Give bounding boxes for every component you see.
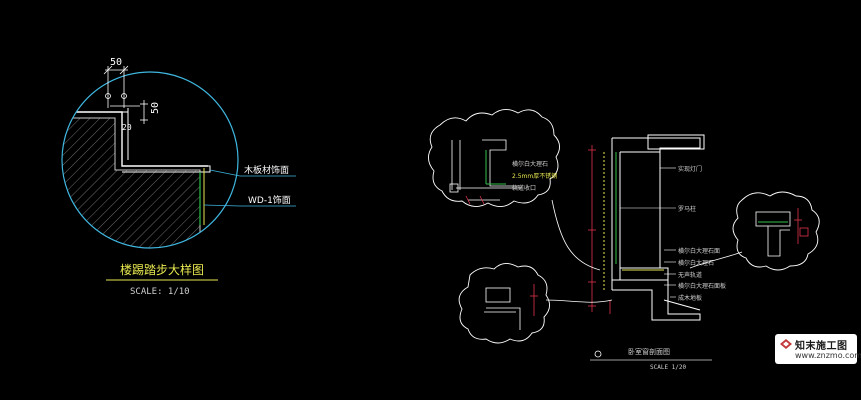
callout-tl-drawing: [449, 139, 522, 201]
section-title-marker: [594, 350, 602, 358]
detail-circle: [61, 71, 239, 249]
dim-small-label: 20: [122, 123, 132, 132]
window-dimensions: [588, 145, 611, 314]
main-label-3: 横尔白大理石面: [678, 247, 720, 255]
window-section-title: 卧室窗剖面图: [628, 347, 670, 356]
watermark-url: www.znzmo.com: [795, 351, 861, 360]
main-label-4: 横尔白大理石: [678, 259, 714, 267]
stair-detail: 50 50 20 木板材饰面 WD-1饰面 楼踢踏步大样图 SCALE: 1/1…: [61, 57, 296, 297]
tread-finish: [122, 165, 211, 173]
znzmo-logo-icon: [780, 339, 792, 349]
window-finish-lines: [603, 152, 664, 290]
stair-detail-scale: SCALE: 1/10: [130, 287, 190, 297]
callout-cloud-bottom-left: [458, 263, 550, 344]
callout-cloud-top-left: [428, 109, 560, 207]
main-label-6: 横尔白大理石面板: [678, 282, 726, 290]
callout-bl-drawing: [484, 287, 521, 330]
watermark-badge: 知末施工图 www.znzmo.com: [775, 334, 861, 364]
label-wood-finish: 木板材饰面: [244, 164, 289, 176]
callout-tl-label-3: 轨道收口: [512, 184, 536, 192]
window-main-section: [611, 134, 705, 321]
callout-r-connector: [689, 251, 743, 269]
main-label-2: 罗马柱: [678, 205, 696, 213]
callout-bottom-left: [458, 263, 613, 344]
concrete-hatch: [62, 117, 201, 248]
main-label-1: 实现灯门: [678, 165, 702, 173]
callout-top-left: 横尔白大理石 2.5mm厚不锈钢 轨道收口: [428, 109, 601, 271]
main-leaders: [620, 167, 676, 298]
callout-bl-connector: [545, 299, 613, 303]
window-section-scale: SCALE 1/20: [650, 364, 687, 371]
dimension-top: [103, 65, 148, 124]
callout-right: [689, 191, 820, 271]
main-label-7: 成木地板: [678, 294, 702, 302]
window-section: 实现灯门 罗马柱 横尔白大理石面 横尔白大理石 无声轨道 横尔白大理石面板 成木…: [428, 109, 820, 371]
stair-detail-title: 楼踢踏步大样图: [120, 262, 204, 277]
callout-cloud-right: [732, 191, 820, 271]
watermark-brand: 知末施工图: [795, 341, 848, 352]
callout-tl-label-2: 2.5mm厚不锈钢: [512, 172, 557, 180]
leaders: [203, 169, 296, 207]
main-label-5: 无声轨道: [678, 271, 702, 279]
dim-horizontal-label: 50: [110, 57, 122, 68]
callout-r-drawing: [755, 211, 791, 257]
callout-tl-label-1: 横尔白大理石: [512, 160, 548, 168]
label-wd1-finish: WD-1饰面: [248, 194, 291, 206]
callout-tl-connector: [551, 199, 601, 271]
dim-vertical-label: 50: [150, 102, 161, 114]
